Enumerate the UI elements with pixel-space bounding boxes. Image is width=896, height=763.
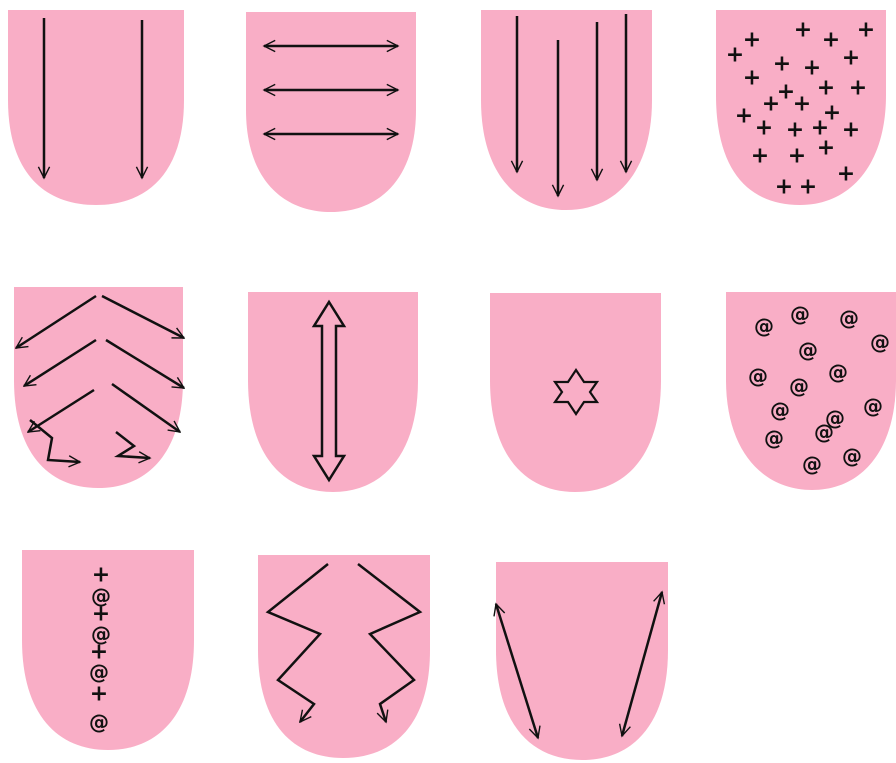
plus-symbol: + [857, 18, 875, 43]
at-symbol: @ [764, 426, 784, 450]
tongue-shape [490, 293, 661, 492]
tongue-shape [8, 10, 184, 205]
plus-symbol: + [794, 18, 812, 43]
plus-symbol: + [743, 66, 761, 91]
tongue-zigzag-arrows [258, 555, 430, 758]
tongue-chevron-arrows [14, 287, 184, 488]
at-symbol: @ [842, 444, 862, 468]
plus-symbol: + [837, 162, 855, 187]
at-symbol: @ [798, 338, 818, 362]
plus-symbol: + [751, 144, 769, 169]
plus-symbol: + [775, 175, 793, 200]
at-symbol: @ [790, 302, 810, 326]
tongue-column-plus-at: +@+@+@+@ [22, 550, 194, 750]
tongue-shape [246, 12, 416, 212]
plus-symbol: + [799, 175, 817, 200]
at-symbol: @ [89, 710, 109, 734]
plus-symbol: + [793, 92, 811, 117]
plus-symbol: + [842, 46, 860, 71]
tongue-center-star [490, 293, 661, 492]
at-symbol: @ [814, 420, 834, 444]
plus-symbol: + [788, 144, 806, 169]
tongue-shape [14, 287, 183, 488]
tongue-vertical-double-arrow [248, 292, 418, 492]
tongue-shape [248, 292, 418, 492]
at-symbol: @ [863, 394, 883, 418]
plus-symbol: + [726, 43, 744, 68]
plus-symbol: + [743, 28, 761, 53]
plus-symbol: + [786, 118, 804, 143]
tongue-parallel-down-arrows [8, 10, 184, 205]
at-symbol: @ [839, 306, 859, 330]
at-symbol: @ [870, 330, 890, 354]
plus-symbol: + [755, 116, 773, 141]
at-symbol: @ [89, 660, 109, 684]
at-symbol: @ [828, 360, 848, 384]
plus-symbol: + [817, 76, 835, 101]
plus-symbol: + [849, 76, 867, 101]
plus-symbol: + [817, 136, 835, 161]
tongue-diagonal-arrows [496, 562, 668, 760]
at-symbol: @ [802, 452, 822, 476]
tongue-shape [258, 555, 430, 758]
plus-symbol: + [773, 52, 791, 77]
tongue-scattered-at: @@@@@@@@@@@@@@@ [726, 292, 896, 490]
tongue-dense-down-arrows [481, 10, 652, 210]
at-symbol: @ [748, 364, 768, 388]
tongue-scattered-plus: ++++++++++++++++++++++++++ [716, 10, 886, 205]
at-symbol: @ [770, 398, 790, 422]
at-symbol: @ [754, 314, 774, 338]
plus-symbol: + [822, 28, 840, 53]
plus-symbol: + [735, 104, 753, 129]
at-symbol: @ [789, 374, 809, 398]
plus-symbol: + [842, 118, 860, 143]
plus-symbol: + [90, 682, 108, 707]
tongue-horizontal-double-arrows [246, 12, 416, 212]
plus-symbol: + [762, 92, 780, 117]
